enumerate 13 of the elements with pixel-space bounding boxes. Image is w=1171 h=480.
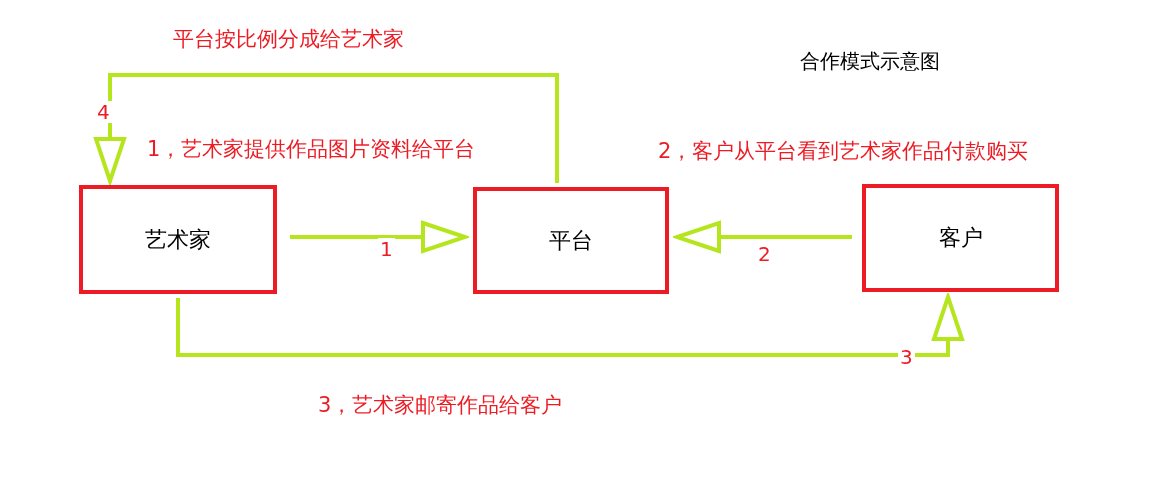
process-box: 艺术家 — [79, 185, 277, 294]
arrow — [176, 295, 964, 357]
title: 合作模式示意图 — [800, 48, 940, 75]
process-box: 平台 — [473, 187, 669, 294]
note-text: 2，客户从平台看到艺术家作品付款购买 — [658, 138, 1029, 165]
note-text: 平台按比例分成给艺术家 — [173, 26, 404, 53]
note-text: 3，艺术家邮寄作品给客户 — [318, 392, 563, 419]
edge-label: 4 — [95, 101, 112, 123]
arrow — [675, 221, 852, 253]
arrow — [94, 73, 559, 183]
note-text: 1，艺术家提供作品图片资料给平台 — [147, 136, 476, 163]
process-box: 客户 — [862, 184, 1059, 292]
arrow — [290, 221, 467, 253]
